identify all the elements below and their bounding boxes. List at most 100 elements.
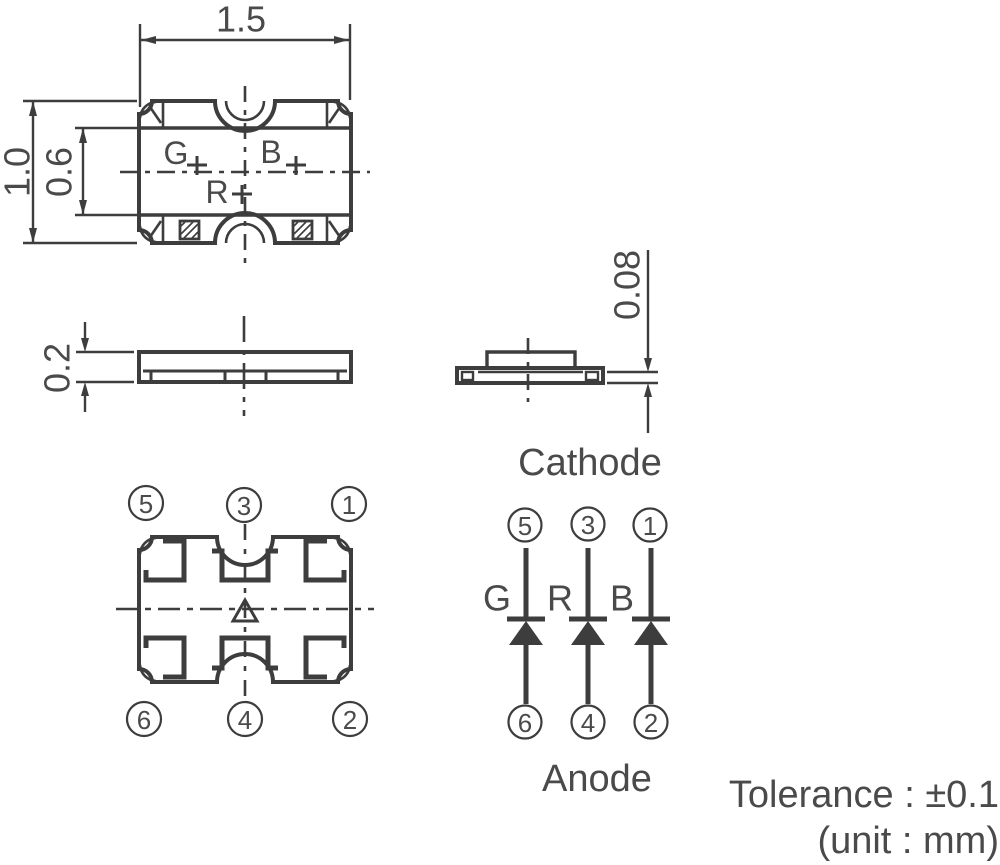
pin-number: 6 (518, 708, 532, 738)
dim-inner-text: 0.6 (39, 147, 80, 197)
arrowhead-bottom (79, 200, 87, 215)
polarity-triangle (230, 596, 260, 623)
tolerance-note: Tolerance : ±0.1 (729, 774, 999, 816)
arrowhead-up (81, 382, 89, 396)
circuit-pin-2: 2 (633, 704, 669, 740)
corner-inner-arc (333, 536, 352, 555)
corner-wedge (327, 106, 342, 124)
diode-label-red: R (547, 578, 573, 619)
circuit-pin-6: 6 (507, 704, 543, 740)
pin-circle (226, 700, 264, 738)
hatched-pad-right (291, 219, 314, 241)
top-notch-inner-arc (224, 100, 266, 122)
corner-wedge (327, 220, 342, 238)
pin-circle (127, 484, 165, 522)
pin-circle (225, 486, 263, 524)
notes: Tolerance : ±0.1 (unit : mm) (729, 774, 999, 862)
corner-inner-arc (138, 100, 157, 119)
pin-circle (633, 704, 669, 740)
pin-callout-4: 4 (226, 700, 264, 738)
dimension-thickness: 0.2 (37, 322, 134, 412)
die-cross-red (232, 185, 252, 204)
pin-circle (330, 485, 368, 523)
arrowhead-left (141, 36, 156, 44)
pin-number: 3 (237, 491, 251, 521)
diode-triangle (571, 621, 605, 645)
pin-number: 1 (643, 511, 657, 541)
pin-number: 5 (139, 489, 153, 519)
pad-pin6 (143, 635, 187, 680)
pad-pin1 (303, 538, 347, 583)
corner-wedge (148, 220, 163, 238)
hatched-pad-outline (291, 219, 314, 241)
arrowhead-right (334, 36, 349, 44)
dim-thickness-text: 0.2 (37, 343, 78, 393)
corner-inner-arc (333, 100, 352, 119)
diode-triangle (634, 621, 668, 645)
pin-callout-2: 2 (331, 700, 369, 738)
arrowhead-top (79, 128, 87, 143)
pin-number: 4 (581, 708, 595, 738)
arrowhead-up (644, 383, 652, 397)
dim-height-text: 1.0 (0, 147, 38, 197)
pin-number: 4 (238, 705, 252, 735)
pin-callout-3: 3 (225, 486, 263, 524)
side-view-lead-right (584, 370, 600, 382)
corner-inner-arc (138, 536, 157, 555)
die-label-red: R (205, 174, 228, 210)
pad-pin3 (212, 548, 278, 583)
corner-inner-arc (333, 225, 352, 244)
unit-note: (unit : mm) (817, 820, 999, 862)
pin-circle (570, 704, 606, 740)
hatch-lines (180, 221, 199, 239)
corner-wedge (148, 106, 163, 124)
anode-label: Anode (542, 758, 652, 800)
diode-label-green: G (483, 578, 511, 619)
pin-callout-1: 1 (330, 485, 368, 523)
side-view (455, 338, 605, 404)
pin-callout-5: 5 (127, 484, 165, 522)
arrowhead-down (644, 358, 652, 372)
arrowhead-down (81, 338, 89, 352)
dimension-inner: 0.6 (39, 126, 139, 217)
arrowhead-top (29, 101, 37, 116)
pin-circle (507, 507, 543, 543)
circuit-diagram: Cathode 5 3 1 G R (483, 442, 670, 800)
side-view-base (455, 366, 605, 385)
arrowhead-bottom (29, 228, 37, 243)
pin-circle (331, 700, 369, 738)
side-view-lead-left (460, 370, 475, 382)
dimension-width: 1.5 (138, 0, 352, 107)
diode-blue: B (610, 548, 670, 704)
pad-pin4 (212, 635, 278, 671)
cathode-label: Cathode (518, 442, 662, 484)
dimension-lead-thickness: 0.08 (607, 250, 658, 433)
hatched-pad-left (178, 219, 201, 241)
diode-label-blue: B (610, 578, 634, 619)
die-label-green: G (164, 135, 189, 171)
pin-callout-6: 6 (125, 700, 163, 738)
hatched-pad-outline (178, 219, 201, 241)
pin-circle (125, 700, 163, 738)
circuit-pin-4: 4 (570, 704, 606, 740)
circuit-pin-5: 5 (507, 507, 543, 543)
pin-circle (632, 507, 668, 543)
pin-number: 1 (342, 490, 356, 520)
die-cross-blue (286, 156, 306, 175)
pin-number: 5 (518, 511, 532, 541)
dim-width-text: 1.5 (216, 0, 266, 40)
corner-inner-arc (333, 664, 352, 683)
corner-inner-arc (138, 225, 157, 244)
hatch-lines (293, 221, 312, 239)
side-view-dome (485, 350, 577, 368)
diode-green: G (483, 548, 545, 704)
top-view: G B R (120, 86, 370, 264)
dimension-height: 1.0 (0, 99, 137, 245)
corner-inner-arc (138, 664, 157, 683)
pin-circle (507, 704, 543, 740)
pin-number: 2 (343, 705, 357, 735)
diode-red: R (547, 548, 607, 704)
pad-pin2 (303, 635, 347, 680)
pin-number: 6 (137, 705, 151, 735)
